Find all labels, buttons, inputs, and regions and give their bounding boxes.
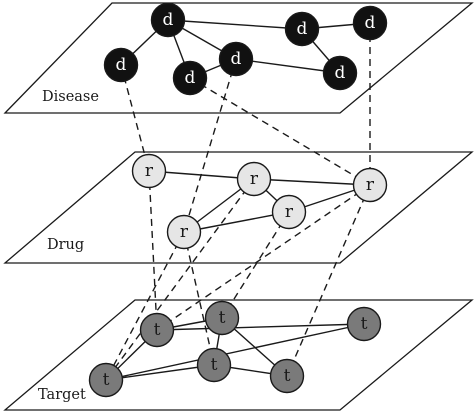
node-d1: d	[150, 2, 186, 38]
node-d4: d	[172, 60, 208, 96]
node-circle-t4	[196, 347, 232, 383]
node-label-d6: d	[335, 63, 346, 83]
node-label-r5: r	[285, 202, 294, 222]
node-circle-r1	[131, 153, 167, 189]
edge-d1-d5	[167, 19, 303, 30]
node-t6: t	[346, 306, 382, 342]
interlayer-link-d2-r1	[120, 64, 150, 172]
node-label-r1: r	[145, 161, 154, 181]
interlayer-link-r4-t2	[156, 184, 371, 331]
node-label-r3: r	[180, 222, 189, 242]
interlayer-links	[105, 23, 371, 381]
node-circle-t3	[204, 300, 240, 336]
node-label-t6: t	[361, 314, 368, 334]
node-label-t2: t	[154, 320, 161, 340]
node-r2: r	[236, 161, 272, 197]
node-t3: t	[204, 300, 240, 336]
node-circle-r5	[271, 194, 307, 230]
node-circle-t5	[269, 358, 305, 394]
node-circle-d7	[352, 5, 388, 41]
edge-t1-t4	[105, 364, 215, 381]
node-circle-d6	[322, 55, 358, 91]
node-t4: t	[196, 347, 232, 383]
node-label-t4: t	[211, 355, 218, 375]
node-d5: d	[284, 11, 320, 47]
node-circle-t6	[346, 306, 382, 342]
node-t1: t	[88, 362, 124, 398]
node-circle-d2	[103, 47, 139, 83]
edge-t2-t6	[156, 323, 365, 331]
node-r4: r	[352, 167, 388, 203]
interlayer-link-d3-r3	[183, 58, 237, 233]
node-t5: t	[269, 358, 305, 394]
node-circle-d4	[172, 60, 208, 96]
layer-label-drug: Drug	[47, 237, 84, 253]
interlayer-link-r1-t2	[148, 170, 158, 331]
layer-label-target: Target	[38, 387, 86, 403]
node-circle-t1	[88, 362, 124, 398]
node-d3: d	[218, 41, 254, 77]
node-circle-r2	[236, 161, 272, 197]
node-t2: t	[139, 312, 175, 348]
edge-r1-r2	[148, 170, 255, 180]
node-circle-d5	[284, 11, 320, 47]
interlayer-link-r3-t4	[183, 231, 215, 366]
edge-r2-r4	[253, 178, 371, 186]
node-label-d2: d	[116, 55, 127, 75]
interlayer-link-r4-t5	[286, 184, 371, 377]
node-label-r4: r	[366, 175, 375, 195]
node-circle-r3	[166, 214, 202, 250]
node-circle-t2	[139, 312, 175, 348]
node-d6: d	[322, 55, 358, 91]
layer-labels: Disease Drug Target	[38, 89, 99, 403]
node-circle-d1	[150, 2, 186, 38]
node-label-r2: r	[250, 169, 259, 189]
edge-r3-r5	[183, 211, 290, 233]
interlayer-link-r3-t1	[105, 231, 185, 381]
node-label-d3: d	[231, 49, 242, 69]
interlayer-link-r5-t3	[221, 211, 290, 319]
node-label-d1: d	[163, 10, 174, 30]
edge-t1-t6	[105, 323, 365, 381]
node-circle-r4	[352, 167, 388, 203]
node-label-d7: d	[365, 13, 376, 33]
node-label-d4: d	[185, 68, 196, 88]
node-label-t5: t	[284, 366, 291, 386]
node-label-t1: t	[103, 370, 110, 390]
node-label-t3: t	[219, 308, 226, 328]
layer-label-disease: Disease	[42, 89, 99, 105]
interlayer-link-d4-r4	[189, 77, 371, 186]
edge-d3-d6	[235, 58, 341, 74]
node-label-d5: d	[297, 19, 308, 39]
node-r5: r	[271, 194, 307, 230]
interlayer-link-r2-t1	[105, 178, 255, 381]
node-circle-d3	[218, 41, 254, 77]
node-r1: r	[131, 153, 167, 189]
node-d2: d	[103, 47, 139, 83]
node-d7: d	[352, 5, 388, 41]
network-nodes: d d d d d d d r r r r r t t t t t t	[88, 2, 388, 398]
node-r3: r	[166, 214, 202, 250]
